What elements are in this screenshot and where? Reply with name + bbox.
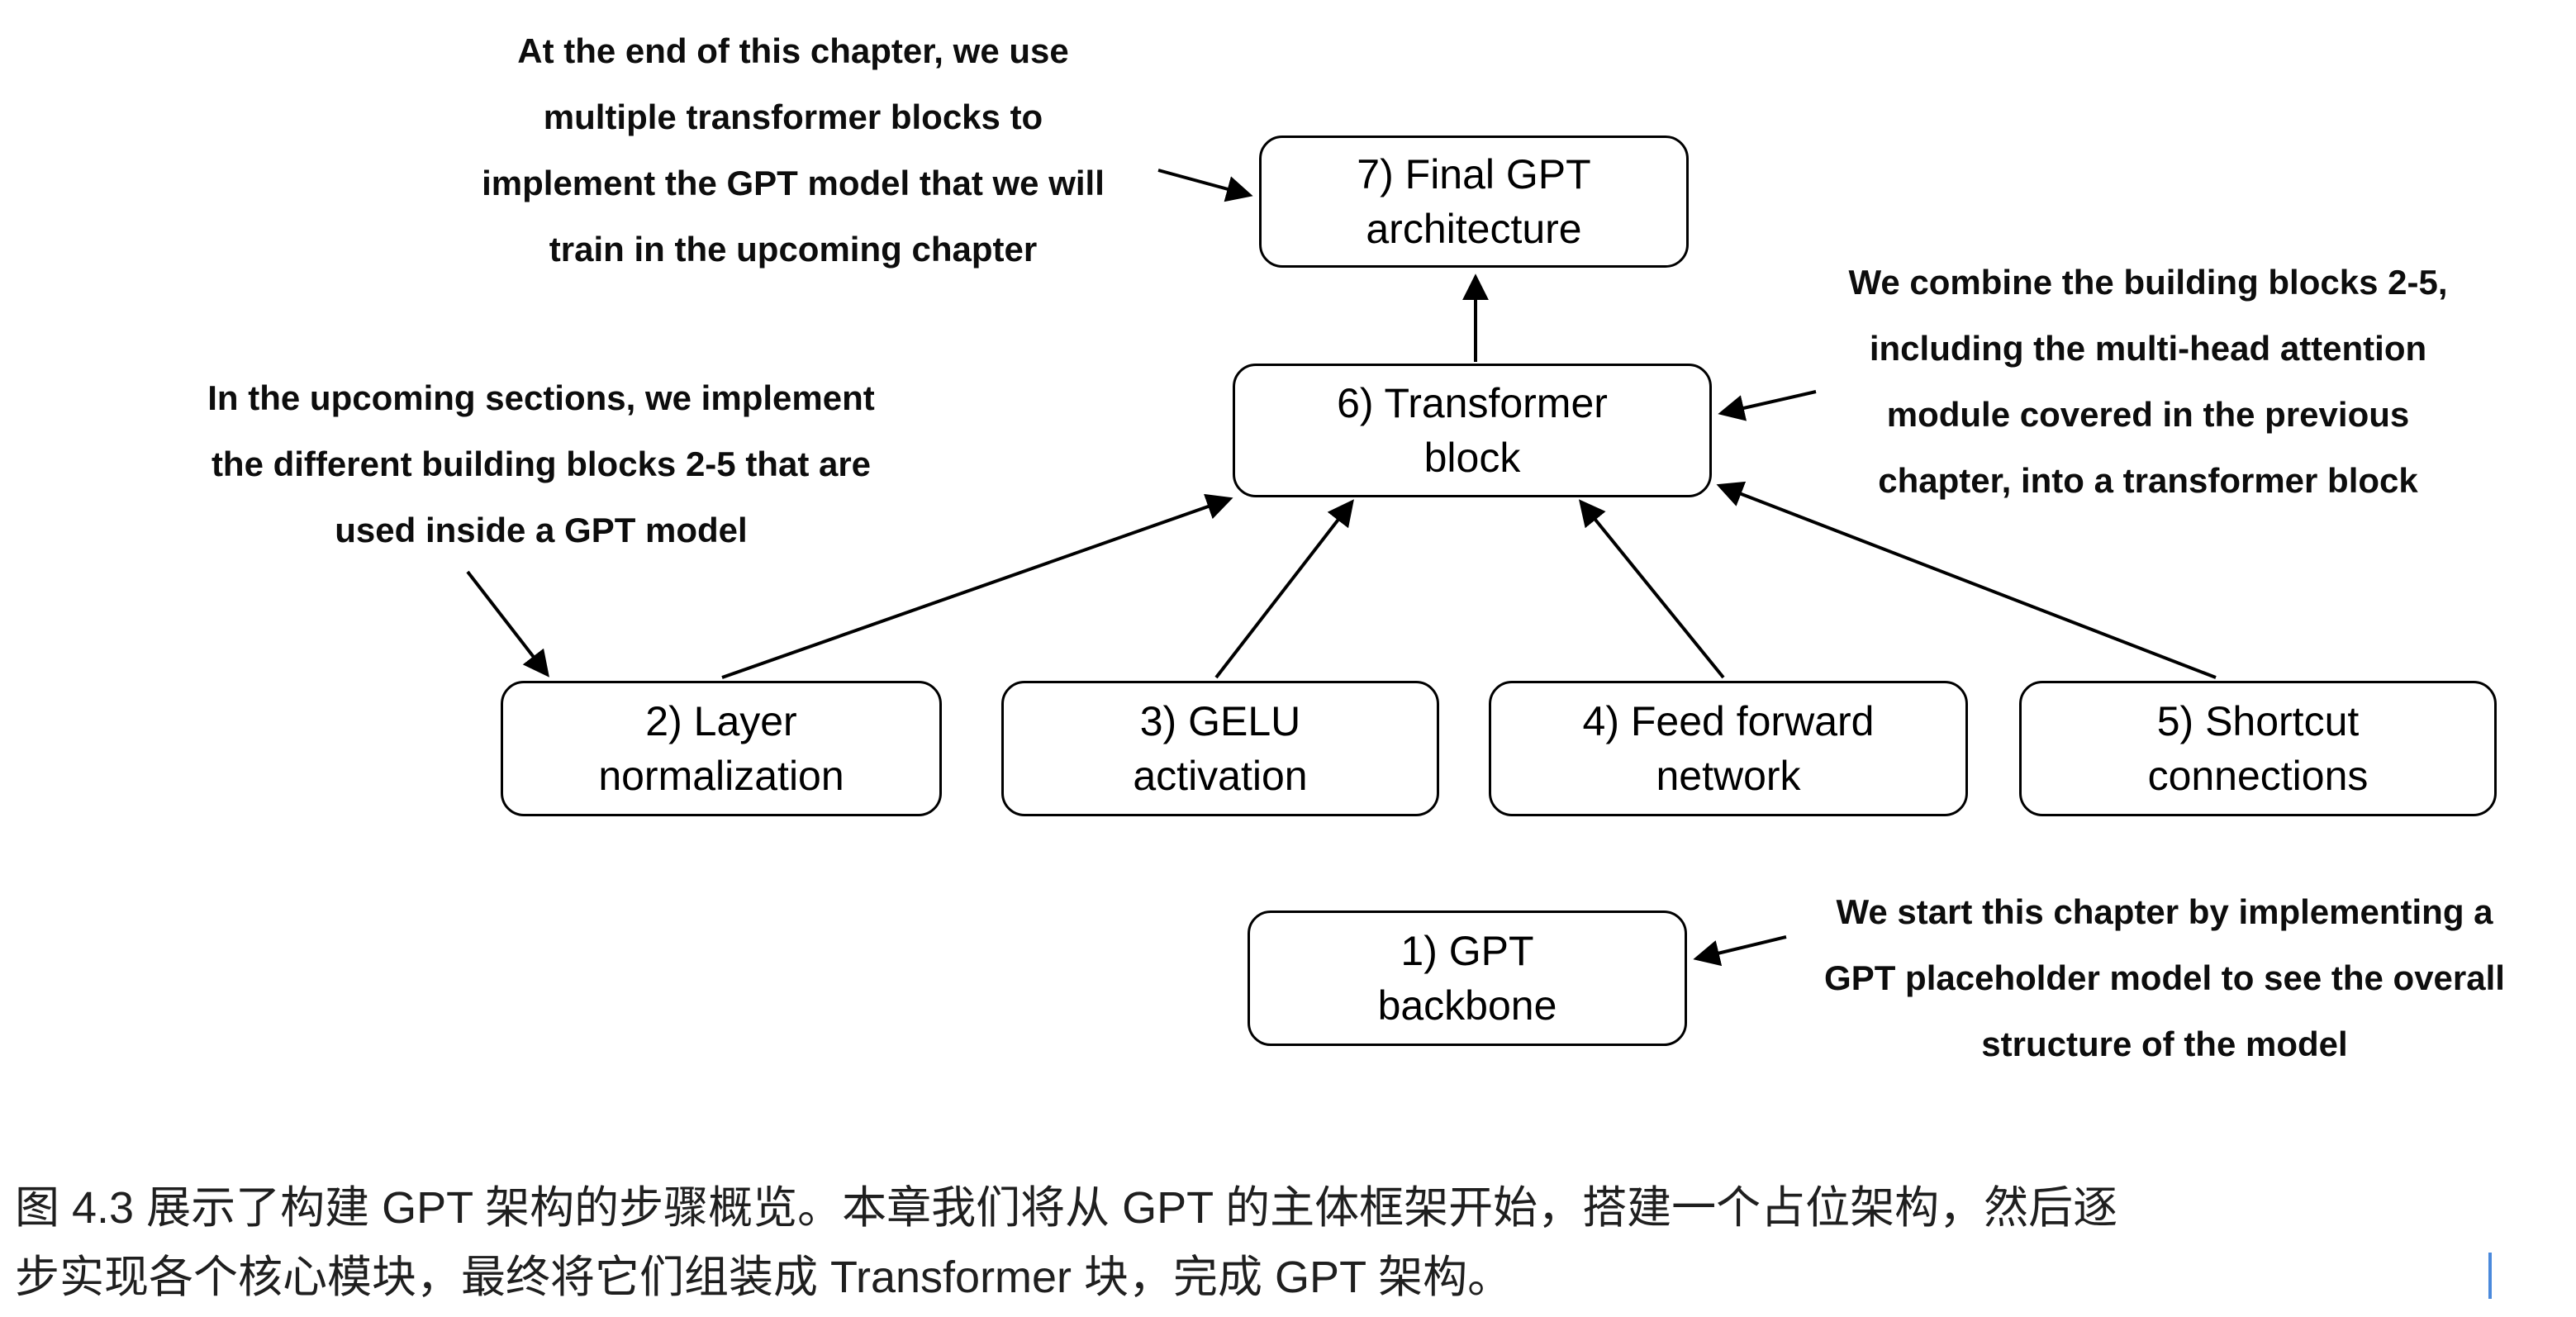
arrow-bottomright-annotation-to-gpt-backbone bbox=[1693, 935, 1787, 967]
node-label: normalization bbox=[598, 753, 844, 799]
annotation-bottom-right: We start this chapter by implementing a … bbox=[1776, 879, 2553, 1077]
annotation-line: chapter, into a transformer block bbox=[1878, 461, 2418, 500]
annotation-line: the different building blocks 2-5 that a… bbox=[211, 445, 872, 483]
arrow-gelu-to-transformer bbox=[1214, 499, 1354, 679]
node-label: architecture bbox=[1366, 206, 1582, 252]
node-label: connections bbox=[2147, 753, 2369, 799]
node-label: 5) Shortcut bbox=[2156, 698, 2360, 744]
annotation-line: In the upcoming sections, we implement bbox=[207, 378, 875, 417]
node-final-gpt-architecture: 7) Final GPT architecture bbox=[1259, 136, 1689, 268]
arrow-left-annotation-to-layer-norm bbox=[466, 570, 549, 678]
annotation-line: train in the upcoming chapter bbox=[549, 230, 1038, 269]
node-gpt-backbone: 1) GPT backbone bbox=[1248, 910, 1687, 1046]
arrow-shortcut-to-transformer bbox=[1716, 481, 2217, 679]
caption-line[interactable]: 步实现各个核心模块，最终将它们组装成 Transformer 块，完成 GPT … bbox=[15, 1253, 1513, 1302]
node-label: 4) Feed forward bbox=[1582, 698, 1875, 744]
node-label: backbone bbox=[1377, 982, 1557, 1029]
annotation-line: GPT placeholder model to see the overall bbox=[1824, 958, 2505, 997]
node-label: network bbox=[1656, 753, 1801, 799]
node-shortcut-connections: 5) Shortcut connections bbox=[2019, 681, 2497, 816]
arrow-feed-forward-to-transformer bbox=[1578, 499, 1725, 679]
annotation-line: including the multi-head attention bbox=[1869, 329, 2427, 368]
node-label: 6) Transformer bbox=[1337, 380, 1608, 426]
figure-caption[interactable]: 图 4.3 展示了构建 GPT 架构的步骤概览。本章我们将从 GPT 的主体框架… bbox=[15, 1173, 2510, 1312]
annotation-right: We combine the building blocks 2-5, incl… bbox=[1793, 250, 2503, 514]
node-label: block bbox=[1423, 435, 1521, 481]
caption-line[interactable]: 图 4.3 展示了构建 GPT 架构的步骤概览。本章我们将从 GPT 的主体框架… bbox=[15, 1183, 2118, 1233]
annotation-line: We combine the building blocks 2-5, bbox=[1848, 263, 2448, 302]
node-gelu-activation: 3) GELU activation bbox=[1001, 681, 1439, 816]
node-layer-normalization: 2) Layer normalization bbox=[501, 681, 942, 816]
annotation-line: structure of the model bbox=[1981, 1025, 2348, 1063]
node-label: activation bbox=[1133, 753, 1308, 799]
annotation-line: We start this chapter by implementing a bbox=[1836, 892, 2493, 931]
node-label: 7) Final GPT bbox=[1357, 151, 1591, 197]
text-cursor bbox=[2488, 1253, 2492, 1299]
node-transformer-block: 6) Transformer block bbox=[1233, 364, 1712, 497]
annotation-line: At the end of this chapter, we use bbox=[517, 31, 1069, 70]
annotation-top-left: At the end of this chapter, we use multi… bbox=[372, 18, 1214, 283]
annotation-left: In the upcoming sections, we implement t… bbox=[149, 365, 934, 563]
node-label: 3) GELU bbox=[1139, 698, 1301, 744]
annotation-line: implement the GPT model that we will bbox=[482, 164, 1105, 202]
node-label: 1) GPT bbox=[1400, 928, 1534, 974]
node-label: 2) Layer bbox=[645, 698, 797, 744]
annotation-line: used inside a GPT model bbox=[335, 511, 748, 549]
node-feed-forward-network: 4) Feed forward network bbox=[1489, 681, 1968, 816]
annotation-line: multiple transformer blocks to bbox=[543, 97, 1043, 136]
annotation-line: module covered in the previous bbox=[1886, 395, 2410, 434]
